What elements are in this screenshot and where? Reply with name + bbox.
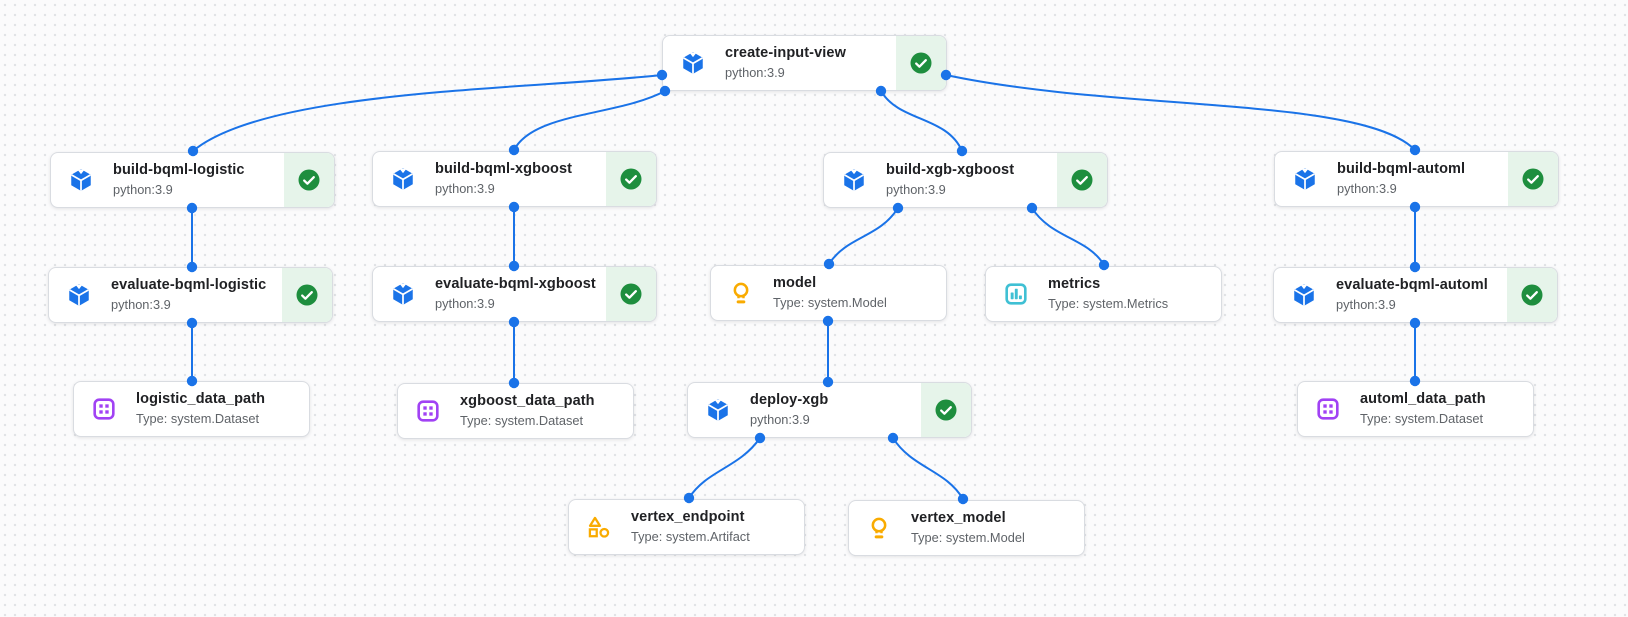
success-check-icon bbox=[297, 168, 321, 192]
node-title: build-bqml-automl bbox=[1337, 161, 1466, 178]
pipeline-component-icon bbox=[66, 282, 92, 308]
artifact-node-vertex_endpoint[interactable]: vertex_endpoint Type: system.Artifact bbox=[568, 499, 805, 555]
pipeline-node-evaluate-bqml-xgboost[interactable]: evaluate-bqml-xgboost python:3.9 bbox=[372, 266, 657, 322]
node-subtitle: python:3.9 bbox=[113, 182, 173, 198]
edge-create-input-view--build-bqml-xgboost bbox=[513, 90, 666, 151]
status-badge bbox=[284, 153, 334, 207]
pipeline-node-evaluate-bqml-logistic[interactable]: evaluate-bqml-logistic python:3.9 bbox=[48, 267, 333, 323]
artifact-node-automl_data_path[interactable]: automl_data_path Type: system.Dataset bbox=[1297, 381, 1534, 437]
node-subtitle: Type: system.Model bbox=[911, 530, 1025, 546]
artifact-icon bbox=[586, 514, 612, 540]
status-badge bbox=[1508, 152, 1558, 206]
success-check-icon bbox=[909, 51, 933, 75]
status-badge bbox=[606, 267, 656, 321]
pipeline-node-build-xgb-xgboost[interactable]: build-xgb-xgboost python:3.9 bbox=[823, 152, 1108, 208]
node-subtitle: python:3.9 bbox=[435, 296, 495, 312]
dataset-icon bbox=[415, 398, 441, 424]
node-title: logistic_data_path bbox=[136, 391, 266, 408]
dataset-icon bbox=[91, 396, 117, 422]
pipeline-component-icon bbox=[680, 50, 706, 76]
node-subtitle: Type: system.Dataset bbox=[136, 411, 260, 427]
success-check-icon bbox=[619, 167, 643, 191]
node-subtitle: python:3.9 bbox=[886, 182, 946, 198]
edge-deploy-xgb--vertex_endpoint bbox=[688, 437, 761, 499]
node-title: evaluate-bqml-xgboost bbox=[435, 276, 596, 293]
edge-create-input-view--build-xgb-xgboost bbox=[880, 90, 963, 152]
pipeline-component-icon bbox=[390, 166, 416, 192]
node-subtitle: python:3.9 bbox=[111, 297, 171, 313]
pipeline-component-icon bbox=[705, 397, 731, 423]
dataset-icon bbox=[1315, 396, 1341, 422]
node-title: xgboost_data_path bbox=[460, 393, 595, 410]
node-title: vertex_model bbox=[911, 510, 1006, 527]
pipeline-node-build-bqml-logistic[interactable]: build-bqml-logistic python:3.9 bbox=[50, 152, 335, 208]
artifact-node-vertex_model[interactable]: vertex_model Type: system.Model bbox=[848, 500, 1085, 556]
status-badge bbox=[1507, 268, 1557, 322]
node-title: build-bqml-logistic bbox=[113, 162, 245, 179]
status-badge bbox=[606, 152, 656, 206]
artifact-node-metrics[interactable]: metrics Type: system.Metrics bbox=[985, 266, 1222, 322]
success-check-icon bbox=[1521, 167, 1545, 191]
status-badge bbox=[896, 36, 946, 90]
pipeline-node-build-bqml-automl[interactable]: build-bqml-automl python:3.9 bbox=[1274, 151, 1559, 207]
metrics-icon bbox=[1003, 281, 1029, 307]
node-subtitle: python:3.9 bbox=[435, 181, 495, 197]
pipeline-node-deploy-xgb[interactable]: deploy-xgb python:3.9 bbox=[687, 382, 972, 438]
pipeline-component-icon bbox=[68, 167, 94, 193]
edge-build-xgb-xgboost--metrics bbox=[1031, 207, 1105, 266]
model-icon bbox=[866, 515, 892, 541]
node-title: create-input-view bbox=[725, 45, 846, 62]
pipeline-node-build-bqml-xgboost[interactable]: build-bqml-xgboost python:3.9 bbox=[372, 151, 657, 207]
pipeline-component-icon bbox=[390, 281, 416, 307]
node-subtitle: Type: system.Artifact bbox=[631, 529, 750, 545]
edge-build-xgb-xgboost--model bbox=[828, 207, 899, 265]
node-subtitle: python:3.9 bbox=[725, 65, 785, 81]
node-title: deploy-xgb bbox=[750, 392, 829, 409]
node-subtitle: Type: system.Model bbox=[773, 295, 887, 311]
success-check-icon bbox=[1070, 168, 1094, 192]
node-title: vertex_endpoint bbox=[631, 509, 745, 526]
artifact-node-xgboost_data_path[interactable]: xgboost_data_path Type: system.Dataset bbox=[397, 383, 634, 439]
artifact-node-logistic_data_path[interactable]: logistic_data_path Type: system.Dataset bbox=[73, 381, 310, 437]
node-title: build-bqml-xgboost bbox=[435, 161, 573, 178]
success-check-icon bbox=[1520, 283, 1544, 307]
edge-deploy-xgb--vertex_model bbox=[892, 437, 964, 500]
node-title: evaluate-bqml-automl bbox=[1336, 277, 1488, 294]
node-subtitle: Type: system.Dataset bbox=[460, 413, 584, 429]
node-title: evaluate-bqml-logistic bbox=[111, 277, 267, 294]
success-check-icon bbox=[619, 282, 643, 306]
node-title: model bbox=[773, 275, 817, 292]
node-title: build-xgb-xgboost bbox=[886, 162, 1015, 179]
pipeline-node-evaluate-bqml-automl[interactable]: evaluate-bqml-automl python:3.9 bbox=[1273, 267, 1558, 323]
artifact-node-model[interactable]: model Type: system.Model bbox=[710, 265, 947, 321]
status-badge bbox=[921, 383, 971, 437]
node-subtitle: python:3.9 bbox=[750, 412, 810, 428]
pipeline-component-icon bbox=[841, 167, 867, 193]
edge-create-input-view--build-bqml-automl bbox=[945, 74, 1416, 151]
success-check-icon bbox=[295, 283, 319, 307]
node-title: metrics bbox=[1048, 276, 1101, 293]
status-badge bbox=[1057, 153, 1107, 207]
node-title: automl_data_path bbox=[1360, 391, 1486, 408]
node-subtitle: Type: system.Metrics bbox=[1048, 296, 1169, 312]
pipeline-component-icon bbox=[1292, 166, 1318, 192]
model-icon bbox=[728, 280, 754, 306]
status-badge bbox=[282, 268, 332, 322]
pipeline-node-create-input-view[interactable]: create-input-view python:3.9 bbox=[662, 35, 947, 91]
node-subtitle: python:3.9 bbox=[1336, 297, 1396, 313]
node-subtitle: python:3.9 bbox=[1337, 181, 1397, 197]
node-subtitle: Type: system.Dataset bbox=[1360, 411, 1484, 427]
success-check-icon bbox=[934, 398, 958, 422]
edge-create-input-view--build-bqml-logistic bbox=[192, 74, 663, 152]
pipeline-component-icon bbox=[1291, 282, 1317, 308]
